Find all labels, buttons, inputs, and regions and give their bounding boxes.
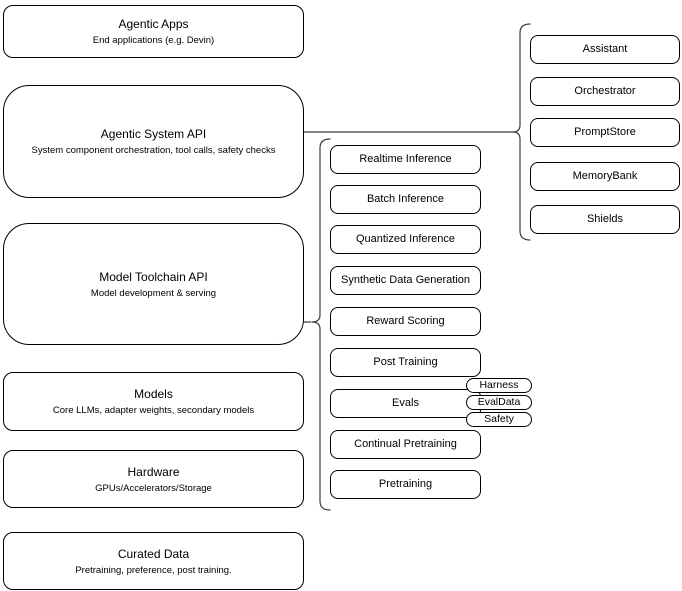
node-subtitle: Model development & serving [90,287,217,299]
node-shields: Shields [530,205,680,234]
node-title: Agentic Apps [118,17,189,31]
node-curated-data: Curated Data Pretraining, preference, po… [3,532,304,590]
node-evals: Evals [330,389,481,418]
node-label: Batch Inference [366,193,445,205]
node-realtime-inference: Realtime Inference [330,145,481,174]
node-title: Model Toolchain API [99,269,208,284]
node-subtitle: Core LLMs, adapter weights, secondary mo… [52,405,255,416]
node-quantized-inference: Quantized Inference [330,225,481,254]
node-label: Quantized Inference [355,233,456,245]
node-synthetic-data-generation: Synthetic Data Generation [330,266,481,295]
node-label: Post Training [373,356,438,368]
node-post-training: Post Training [330,348,481,377]
node-label: Orchestrator [574,85,636,97]
node-label: MemoryBank [572,170,638,182]
node-label: Realtime Inference [359,153,452,165]
node-memorybank: MemoryBank [530,162,680,191]
node-models: Models Core LLMs, adapter weights, secon… [3,372,304,431]
node-subtitle: GPUs/Accelerators/Storage [95,482,212,494]
node-label: Shields [586,213,624,225]
node-label: Pretraining [378,478,433,490]
node-pretraining: Pretraining [330,470,481,499]
node-title: Agentic System API [100,127,207,141]
node-continual-pretraining: Continual Pretraining [330,430,481,459]
toolchain-brace [311,138,331,511]
node-label: Continual Pretraining [354,438,457,450]
node-title: Curated Data [117,546,190,561]
node-label: PromptStore [574,126,636,138]
node-batch-inference: Batch Inference [330,185,481,214]
node-model-toolchain-api: Model Toolchain API Model development & … [3,223,304,345]
node-hardware: Hardware GPUs/Accelerators/Storage [3,450,304,508]
node-label: Assistant [582,43,628,55]
node-label: Reward Scoring [366,315,445,327]
tag-safety: Safety [466,412,532,427]
node-label: Evals [392,397,419,409]
node-subtitle: System component orchestration, tool cal… [31,145,276,156]
node-subtitle: End applications (e.g. Devin) [92,35,215,46]
node-reward-scoring: Reward Scoring [330,307,481,336]
node-agentic-apps: Agentic Apps End applications (e.g. Devi… [3,5,304,58]
system-brace [512,23,531,241]
node-promptstore: PromptStore [530,118,680,147]
node-subtitle: Pretraining, preference, post training. [75,564,232,576]
node-title: Models [134,387,173,401]
node-label: Synthetic Data Generation [340,274,471,286]
node-assistant: Assistant [530,35,680,64]
tag-evaldata: EvalData [466,395,532,410]
tag-harness: Harness [466,378,532,393]
node-agentic-system-api: Agentic System API System component orch… [3,85,304,198]
node-title: Hardware [127,464,180,479]
node-orchestrator: Orchestrator [530,77,680,106]
